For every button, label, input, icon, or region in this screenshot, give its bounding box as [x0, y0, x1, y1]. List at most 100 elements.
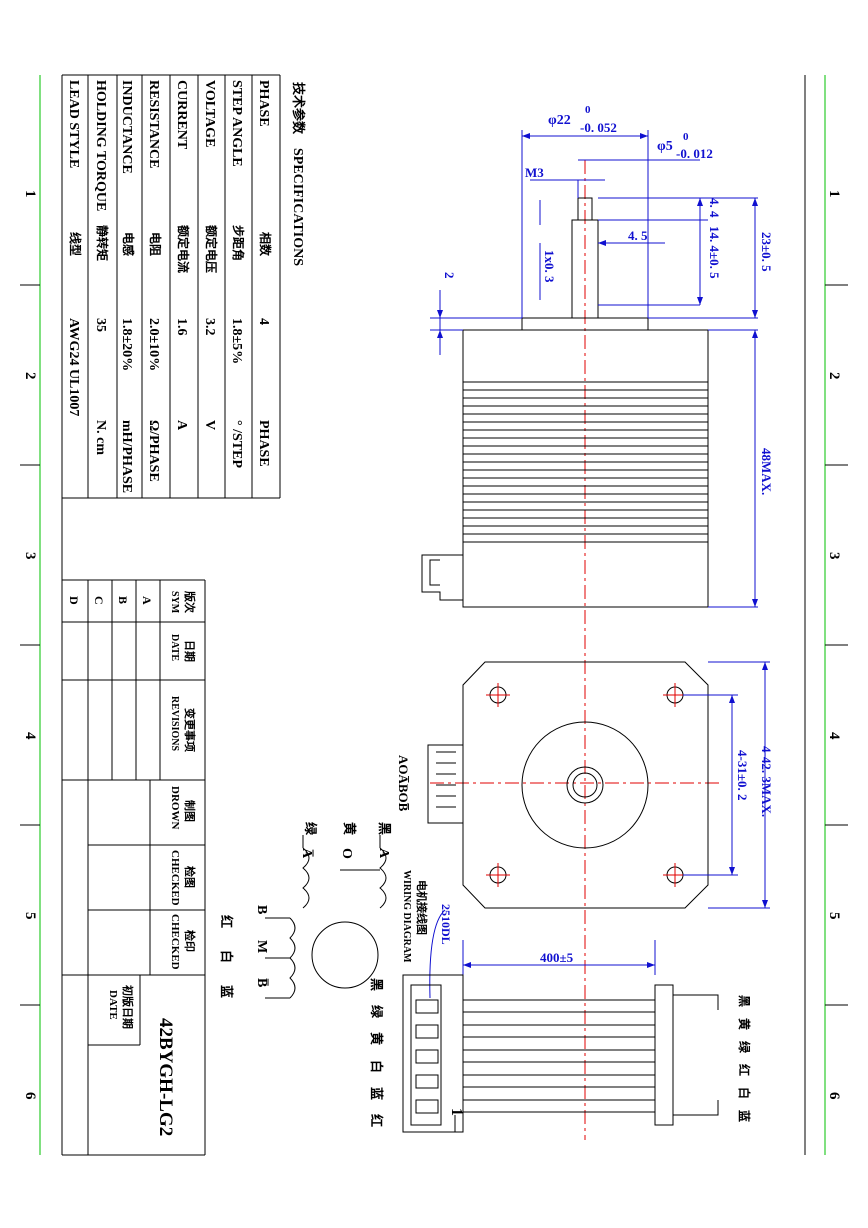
spec-name-en: VOLTAGE [202, 80, 217, 147]
dim-lead-length: 400±5 [540, 950, 574, 965]
spec-value: 1.6 [174, 318, 189, 336]
dim-hole-spacing: 4-31±0. 2 [735, 750, 750, 800]
ruler-num-2: 2 [22, 372, 38, 380]
spec-name-cn: 相数 [258, 232, 273, 257]
conn-color: 绿 [369, 1005, 384, 1019]
spec-unit: Ω/PHASE [146, 420, 161, 482]
spec-name-en: LEAD STYLE [66, 80, 81, 168]
spec-row: CURRENT 额定电流 1.6 A [174, 80, 191, 431]
spec-value: 35 [93, 318, 108, 332]
spec-title-en: SPECIFICATIONS [290, 148, 305, 266]
spec-name-en: PHASE [256, 80, 271, 127]
dim-shaft-small-tol-up: 0 [683, 131, 689, 143]
end-color: 黑 [737, 995, 751, 1007]
dim-chamfer: 1x0. 3 [542, 250, 557, 283]
dim-body-square: 4-42. 3MAX. [759, 746, 774, 817]
rev-sym-cn: 版次 [183, 591, 197, 613]
motor-side-view [421, 197, 709, 608]
signoff-labels: 制图 DROWN 检图 CHECKED 检印 CHECKED 初版日期 DATE… [107, 786, 197, 1136]
spec-unit: ° /STEP [229, 420, 244, 468]
dim-23: 23±0. 5 [759, 232, 774, 272]
spec-row: INDUCTANCE 电感 1.8±20% mH/PHASE [119, 80, 136, 493]
conn-color: 黄 [369, 1032, 384, 1045]
spec-name-cn: 额定电压 [204, 225, 219, 273]
title-block [62, 580, 206, 1156]
dimension-labels: φ22 0 -0. 052 φ5 0 -0. 012 M3 4. 5 1x0. … [439, 104, 774, 965]
dimension-arrows [437, 133, 768, 968]
signoff-drawn-en: DROWN [169, 786, 181, 829]
dim-flat-depth: 4. 5 [628, 228, 648, 243]
end-color: 白 [737, 1087, 752, 1099]
dim-shaft-small-tol-low: -0. 012 [676, 146, 713, 161]
spec-title-cn: 技术参数 [291, 82, 306, 135]
connector-labels: 黑 绿 黄 白 蓝 红 1 黑 黄 绿 红 白 蓝 [369, 978, 752, 1127]
spec-name-cn: 额定电流 [176, 225, 191, 273]
dimension-lines [429, 130, 770, 999]
ruler-num-3-right: 3 [826, 552, 842, 560]
color-white: 白 [219, 950, 234, 963]
spec-unit: PHASE [256, 420, 271, 467]
dim-shaft-dia-tol-up: 0 [585, 104, 591, 116]
spec-row: HOLDING TORQUE 静转矩 35 N. cm [93, 80, 110, 455]
revision-headers: 版次 SYM 日期 DATE 变更事项 REVISIONS A B C D [67, 591, 197, 752]
color-yellow: 黄 [342, 822, 357, 835]
end-color: 绿 [737, 1041, 752, 1054]
spec-value: 3.2 [202, 318, 217, 336]
ruler-numbers-right: 1 2 3 4 5 6 [826, 190, 842, 1100]
spec-row: VOLTAGE 额定电压 3.2 V [202, 80, 219, 430]
spec-table [61, 74, 281, 499]
spec-rows: PHASE 相数 4 PHASE STEP ANGLE 步距角 1.8±5% °… [66, 80, 273, 493]
conn-color: 蓝 [369, 1087, 384, 1100]
spec-row: RESISTANCE 电阻 2.0±10% Ω/PHASE [146, 80, 163, 482]
wiring-title: 电机接线图 WIRING DIAGRAM AOA̅BOB̅ [396, 755, 429, 963]
spec-name-cn: 线型 [68, 232, 83, 256]
phase-b: B [254, 905, 269, 914]
phase-m: M [254, 940, 269, 953]
spec-name-en: STEP ANGLE [229, 80, 244, 167]
pin-one: 1 [448, 1108, 465, 1116]
ruler-ticks [20, 284, 848, 1006]
conn-color: 白 [369, 1060, 384, 1073]
color-green: 绿 [303, 822, 318, 836]
phase-b-bar: B̅ [254, 978, 270, 987]
wiring-coils [265, 835, 387, 999]
ruler-num-2-right: 2 [826, 372, 842, 380]
color-blue: 蓝 [219, 985, 234, 998]
ruler-num-1: 1 [22, 190, 38, 198]
dim-48: 48MAX. [759, 448, 774, 495]
rev-row-b: B [116, 596, 130, 604]
spec-name-en: INDUCTANCE [119, 80, 134, 174]
rev-row-c: C [92, 596, 106, 605]
spec-value: 4 [256, 318, 271, 325]
rev-row-a: A [140, 596, 154, 605]
signoff-drawn-cn: 制图 [183, 800, 197, 822]
spec-unit: mH/PHASE [119, 420, 134, 493]
spec-value: 2.0±10% [146, 318, 161, 371]
ruler-num-6-right: 6 [826, 1092, 842, 1100]
dim-shaft-dia: φ22 [548, 113, 571, 128]
motor-front-view [427, 661, 709, 909]
ruler-num-3: 3 [22, 552, 38, 560]
dim-thread: M3 [525, 165, 544, 180]
ruler-num-5-right: 5 [826, 912, 842, 920]
dim-4-4: 4. 4 [707, 198, 722, 218]
rev-date-en: DATE [169, 634, 180, 661]
signoff-stamp-en: CHECKED [169, 914, 181, 970]
signoff-checked-en: CHECKED [169, 850, 181, 906]
first-date-cn: 初版日期 [121, 985, 135, 1029]
color-red: 红 [219, 915, 234, 928]
ruler-num-6: 6 [22, 1092, 38, 1100]
rev-sym-en: SYM [169, 591, 180, 614]
ruler-numbers-left: 1 2 3 4 5 6 [22, 190, 38, 1100]
ruler-num-1-right: 1 [826, 190, 842, 198]
phase-a: A [376, 848, 391, 859]
spec-row: PHASE 相数 4 PHASE [256, 80, 273, 467]
conn-color: 红 [369, 1114, 384, 1127]
wiring-title-en: WIRING DIAGRAM [401, 870, 412, 963]
rev-rev-en: REVISIONS [169, 696, 180, 751]
spec-unit: V [202, 420, 217, 430]
color-black: 黑 [377, 822, 392, 835]
spec-value: AWG24 UL1007 [66, 318, 81, 416]
first-date-en: DATE [107, 990, 119, 1020]
